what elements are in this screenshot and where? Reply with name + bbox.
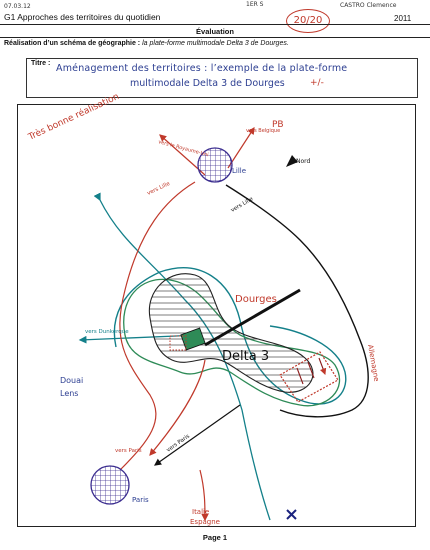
arrow-label-dunkerque: vers Dunkerque: [85, 329, 129, 335]
document-title: G1 Approches des territoires du quotidie…: [4, 12, 161, 22]
subtitle-bold: Réalisation d’un schéma de géographie :: [4, 40, 141, 47]
red-arrow-paris: [149, 359, 206, 456]
arrow-label-paris-road: vers Paris: [166, 433, 191, 453]
label-lens: Lens: [60, 389, 78, 398]
grade-circle: 20/20: [286, 9, 330, 33]
class-handwritten: 1ER S: [246, 1, 264, 8]
student-name: CASTRO Clemence: [340, 2, 397, 9]
arrow-label-lille-right: vers Lille: [230, 196, 255, 214]
label-dourges: Dourges: [235, 294, 277, 305]
label-nord: Nord: [296, 158, 311, 165]
title-handwritten-line1: Aménagement des territoires : l’exemple …: [56, 63, 348, 74]
cross-mark-icon: [286, 509, 297, 520]
delta3-hub-square: [180, 327, 206, 351]
section-rule: [0, 37, 430, 38]
section-title: Évaluation: [196, 27, 234, 36]
teacher-comment: Très bonne réalisation: [26, 91, 121, 143]
north-arrow-icon: [286, 155, 298, 167]
title-label: Titre :: [31, 60, 51, 67]
label-delta3: Delta 3: [222, 349, 269, 364]
title-handwritten-line2: multimodale Delta 3 de Dourges: [130, 78, 285, 89]
road-lille: [225, 184, 369, 418]
dourges-zone: [148, 273, 314, 393]
lille-city-circle: [197, 147, 233, 183]
title-box: [26, 58, 418, 98]
road-dourges: [204, 288, 301, 347]
red-arrow-espagne: [199, 469, 209, 522]
red-arrow-belgique: [227, 126, 255, 169]
document-year: 2011: [394, 14, 412, 23]
red-arrow-lille-left: [119, 181, 196, 471]
paris-city-circle: [90, 465, 130, 505]
teacher-mark: +/-: [310, 78, 324, 88]
label-douai: Douai: [60, 376, 83, 385]
arrow-label-lille-left: vers Lille: [146, 181, 171, 197]
subtitle: Réalisation d’un schéma de géographie : …: [4, 40, 289, 47]
label-pb: PB: [272, 120, 284, 130]
header-rule: [0, 24, 430, 25]
arrow-label-belgique: vers Belgique: [246, 128, 280, 134]
map-frame: [17, 104, 416, 527]
label-paris: Paris: [132, 496, 149, 504]
black-arrow-paris: [154, 404, 241, 466]
label-lille: Lille: [232, 167, 246, 175]
red-arrow-royaume-uni: [159, 134, 206, 176]
arrow-label-paris-left: vers Paris: [115, 448, 142, 454]
subtitle-italic: la plate-forme multimodale Delta 3 de Do…: [142, 40, 289, 47]
date-handwritten: 07.03.12: [4, 3, 31, 10]
label-italie: Italie: [192, 508, 209, 516]
label-espagne: Espagne: [190, 518, 220, 526]
page-number: Page 1: [202, 533, 228, 542]
